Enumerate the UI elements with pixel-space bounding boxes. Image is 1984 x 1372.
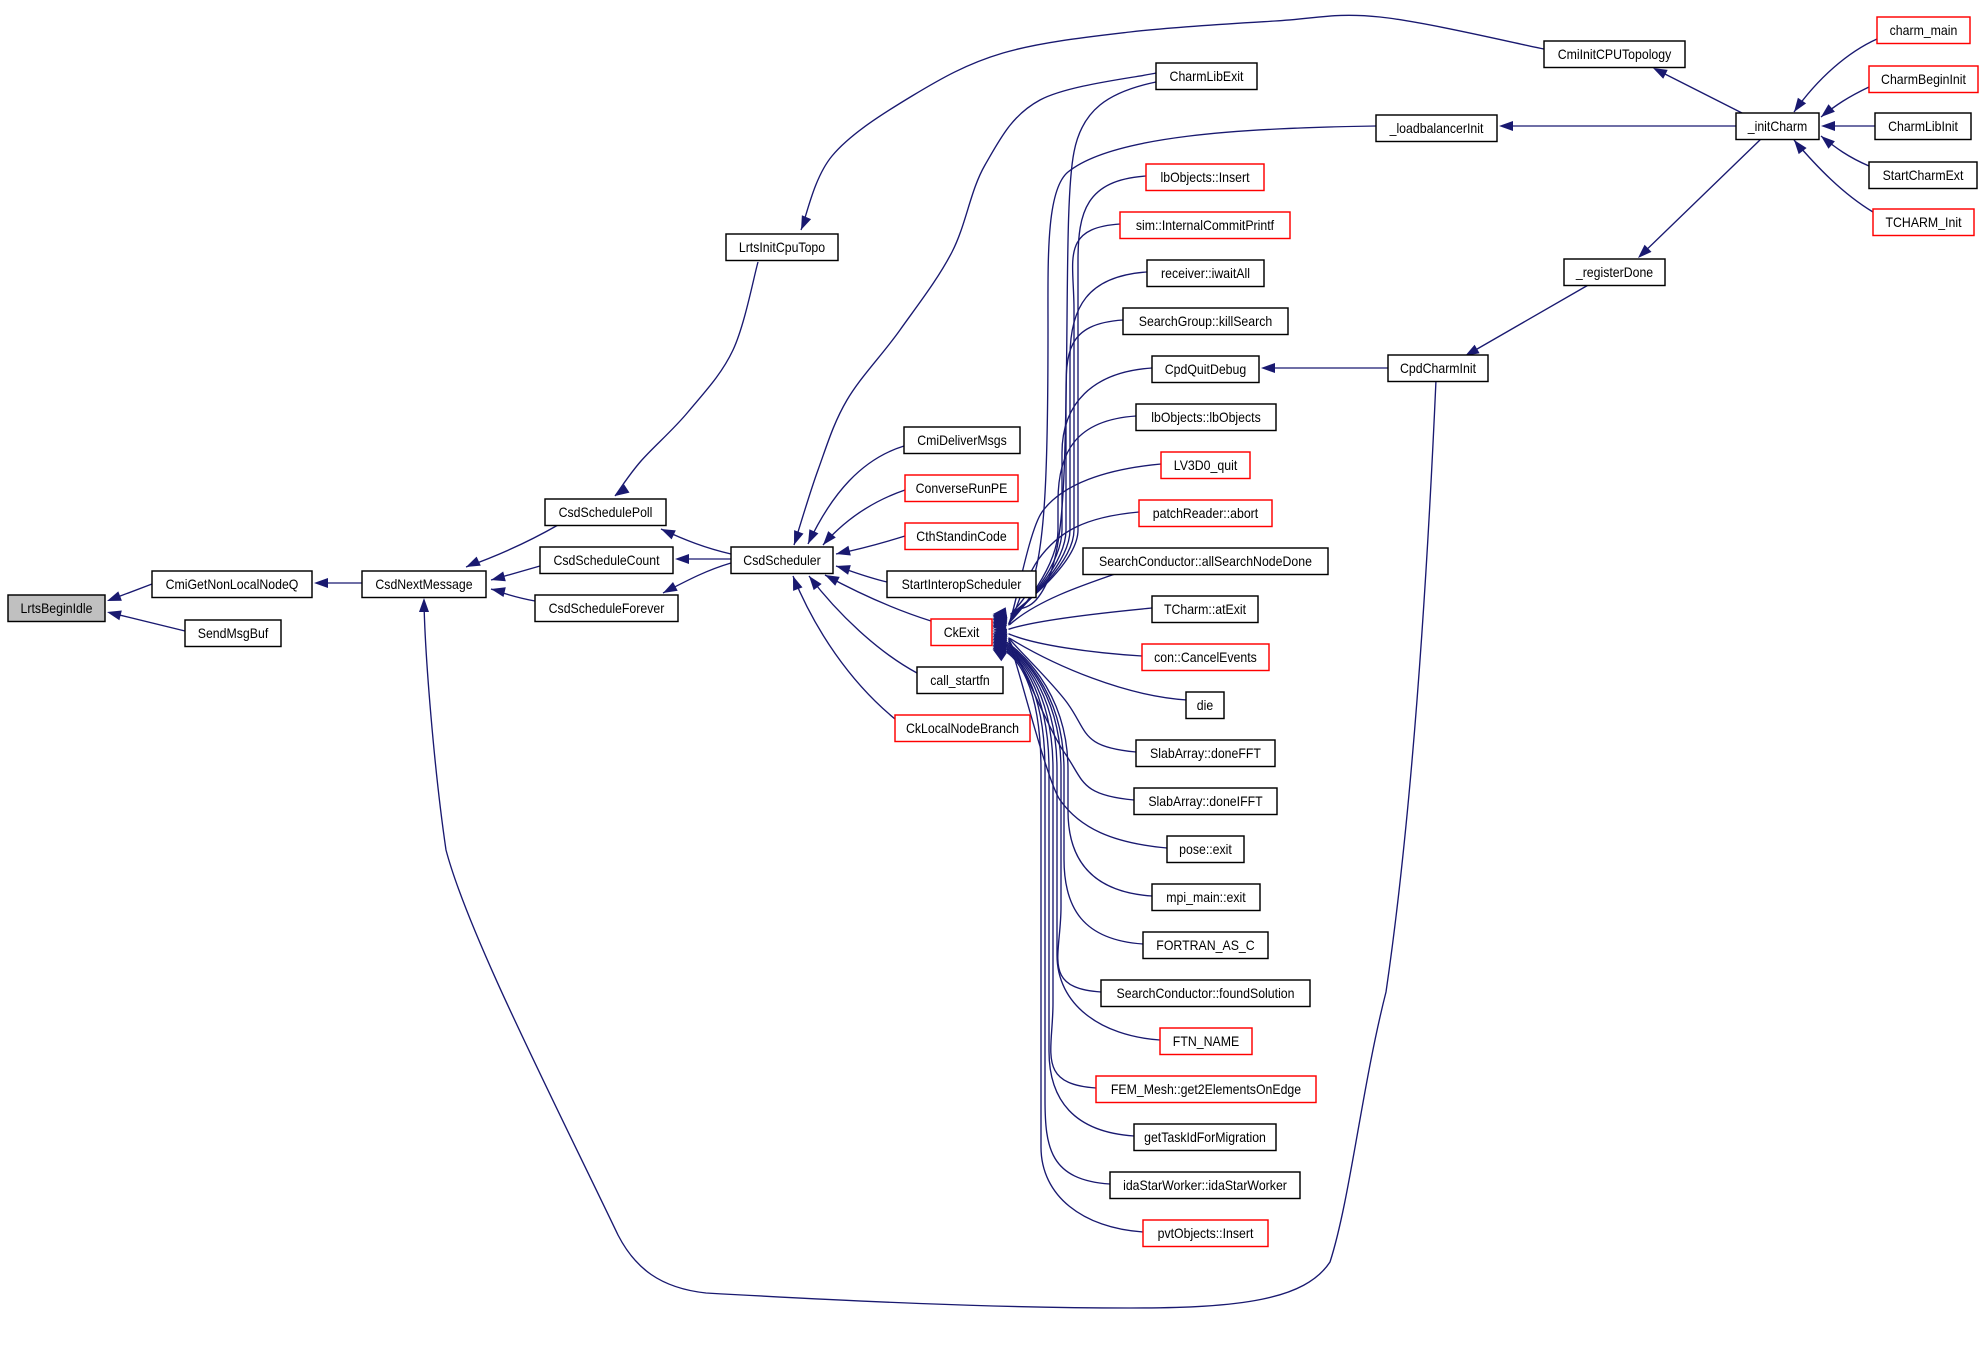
svg-text:CharmLibInit: CharmLibInit xyxy=(1888,118,1958,134)
svg-text:_initCharm: _initCharm xyxy=(1747,118,1807,134)
svg-text:getTaskIdForMigration: getTaskIdForMigration xyxy=(1144,1129,1266,1145)
svg-text:CkLocalNodeBranch: CkLocalNodeBranch xyxy=(906,720,1019,736)
svg-text:FTN_NAME: FTN_NAME xyxy=(1173,1033,1239,1049)
svg-text:charm_main: charm_main xyxy=(1890,22,1958,38)
svg-text:StartCharmExt: StartCharmExt xyxy=(1883,167,1964,183)
svg-text:patchReader::abort: patchReader::abort xyxy=(1153,505,1258,521)
svg-text:TCHARM_Init: TCHARM_Init xyxy=(1886,214,1962,230)
svg-text:lbObjects::Insert: lbObjects::Insert xyxy=(1161,169,1250,185)
svg-text:CthStandinCode: CthStandinCode xyxy=(916,528,1007,544)
svg-text:SearchConductor::foundSolution: SearchConductor::foundSolution xyxy=(1117,985,1295,1001)
svg-text:SendMsgBuf: SendMsgBuf xyxy=(198,625,269,641)
svg-text:LV3D0_quit: LV3D0_quit xyxy=(1174,457,1238,473)
svg-text:CsdSchedulePoll: CsdSchedulePoll xyxy=(559,504,653,520)
svg-text:CmiDeliverMsgs: CmiDeliverMsgs xyxy=(917,432,1007,448)
svg-text:die: die xyxy=(1197,697,1214,713)
svg-text:CpdQuitDebug: CpdQuitDebug xyxy=(1165,361,1247,377)
svg-text:call_startfn: call_startfn xyxy=(930,672,990,688)
svg-text:_registerDone: _registerDone xyxy=(1575,264,1653,280)
svg-text:pose::exit: pose::exit xyxy=(1179,841,1232,857)
svg-text:CpdCharmInit: CpdCharmInit xyxy=(1400,360,1476,376)
svg-text:receiver::iwaitAll: receiver::iwaitAll xyxy=(1161,265,1250,281)
svg-text:SearchGroup::killSearch: SearchGroup::killSearch xyxy=(1139,313,1273,329)
svg-text:StartInteropScheduler: StartInteropScheduler xyxy=(902,576,1022,592)
svg-text:con::CancelEvents: con::CancelEvents xyxy=(1154,649,1257,665)
svg-text:LrtsInitCpuTopo: LrtsInitCpuTopo xyxy=(739,239,825,255)
svg-text:CsdScheduler: CsdScheduler xyxy=(743,552,821,568)
svg-text:CharmLibExit: CharmLibExit xyxy=(1170,68,1244,84)
svg-text:CsdScheduleForever: CsdScheduleForever xyxy=(549,600,665,616)
svg-text:_loadbalancerInit: _loadbalancerInit xyxy=(1389,120,1484,136)
svg-text:ConverseRunPE: ConverseRunPE xyxy=(916,480,1008,496)
svg-text:SlabArray::doneIFFT: SlabArray::doneIFFT xyxy=(1148,793,1263,809)
svg-text:CharmBeginInit: CharmBeginInit xyxy=(1881,71,1966,87)
svg-text:sim::InternalCommitPrintf: sim::InternalCommitPrintf xyxy=(1136,217,1274,233)
svg-text:mpi_main::exit: mpi_main::exit xyxy=(1166,889,1245,905)
svg-text:CsdNextMessage: CsdNextMessage xyxy=(375,576,472,592)
svg-text:CkExit: CkExit xyxy=(944,624,980,640)
svg-text:LrtsBeginIdle: LrtsBeginIdle xyxy=(21,600,93,616)
svg-text:CmiInitCPUTopology: CmiInitCPUTopology xyxy=(1558,46,1672,62)
svg-text:SearchConductor::allSearchNode: SearchConductor::allSearchNodeDone xyxy=(1099,553,1312,569)
svg-text:SlabArray::doneFFT: SlabArray::doneFFT xyxy=(1150,745,1261,761)
svg-text:CmiGetNonLocalNodeQ: CmiGetNonLocalNodeQ xyxy=(166,576,299,592)
svg-text:idaStarWorker::idaStarWorker: idaStarWorker::idaStarWorker xyxy=(1123,1177,1287,1193)
svg-text:pvtObjects::Insert: pvtObjects::Insert xyxy=(1158,1225,1254,1241)
svg-text:CsdScheduleCount: CsdScheduleCount xyxy=(553,552,659,568)
svg-text:lbObjects::lbObjects: lbObjects::lbObjects xyxy=(1151,409,1261,425)
svg-text:FORTRAN_AS_C: FORTRAN_AS_C xyxy=(1156,937,1254,953)
svg-text:TCharm::atExit: TCharm::atExit xyxy=(1164,601,1246,617)
svg-text:FEM_Mesh::get2ElementsOnEdge: FEM_Mesh::get2ElementsOnEdge xyxy=(1111,1081,1301,1097)
